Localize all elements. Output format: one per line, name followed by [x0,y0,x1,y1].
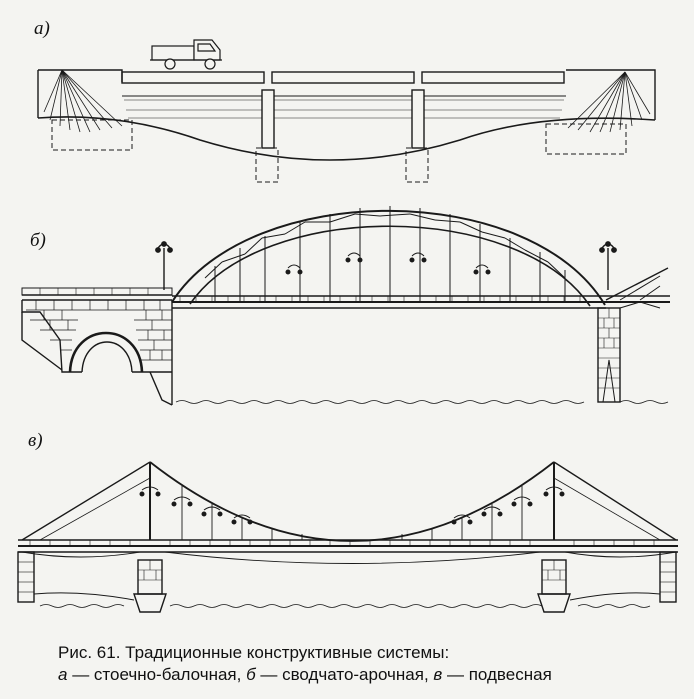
caption-letter-b: б [246,665,256,684]
left-abutment [17,551,35,603]
arch-lamps [285,252,491,275]
caption-text-c: — подвесная [442,665,552,684]
suspension-lamps [139,486,565,525]
right-abutment [659,551,677,603]
panel-label-b: б) [30,230,46,251]
beam-bridge-drawing [37,39,656,183]
masonry-viaduct [21,287,173,406]
caption-letter-c: в [433,665,443,684]
caption-text-b: — сводчато-арочная, [255,665,434,684]
right-embankment-hatch [567,71,651,133]
caption-letter-a: а [58,665,68,684]
left-embankment-hatch [43,69,123,133]
panel-label-c: в) [28,430,43,451]
figure-caption: Рис. 61. Традиционные конструктивные сис… [58,642,678,686]
lamp-post-left [155,241,173,290]
caption-legend: а — стоечно-балочная, б — сводчато-арочн… [58,664,678,686]
suspension-bridge-drawing [17,461,678,613]
caption-text-a: — стоечно-балочная, [67,665,247,684]
lamp-post-right [599,241,617,290]
right-pier [597,307,621,403]
caption-title: Рис. 61. Традиционные конструктивные сис… [58,643,450,662]
arch-bridge-drawing [21,206,670,406]
right-pier [537,559,571,613]
truck-icon [150,39,222,70]
panel-label-a: а) [34,18,50,39]
left-pier [133,559,167,613]
